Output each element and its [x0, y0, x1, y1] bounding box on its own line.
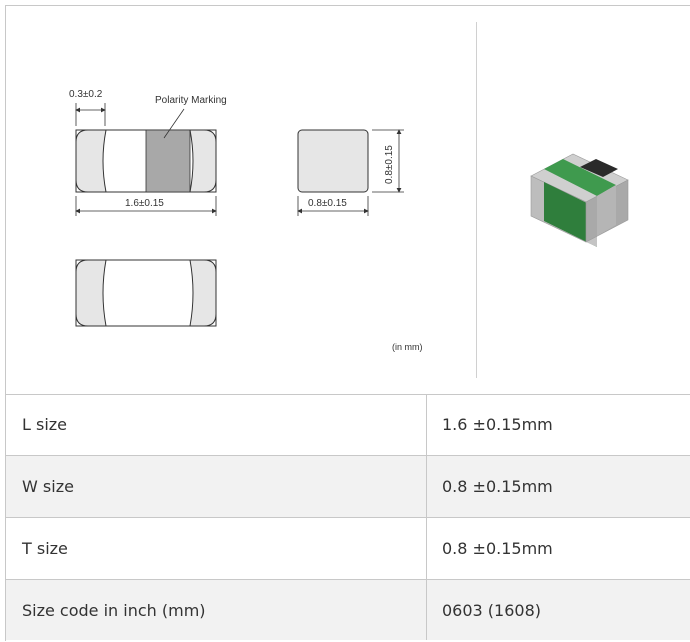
spec-label: Size code in inch (mm) [22, 601, 206, 620]
terminal-width-dimension: 0.3±0.2 [69, 89, 106, 126]
width-dimension: 0.8±0.15 [297, 196, 369, 216]
right-terminal [189, 129, 217, 193]
column-divider [426, 394, 427, 455]
spec-value: 0.8 ±0.15mm [442, 539, 553, 558]
chip-3d-image [530, 153, 629, 247]
column-divider [426, 518, 427, 579]
column-divider [426, 580, 427, 640]
spec-value: 0.8 ±0.15mm [442, 477, 553, 496]
spec-label: W size [22, 477, 74, 496]
polarity-callout: Polarity Marking [155, 95, 227, 139]
column-divider [426, 456, 427, 517]
end-view-chip [297, 129, 369, 193]
length-dimension: 1.6±0.15 [75, 196, 217, 216]
table-row: W size 0.8 ±0.15mm [6, 456, 690, 518]
dimension-figure: 0.3±0.2 Polarity Marking 1.6±0.15 [6, 6, 690, 395]
spec-table: L size 1.6 ±0.15mm W size 0.8 ±0.15mm T … [6, 394, 690, 640]
dimension-drawing: 0.3±0.2 Polarity Marking 1.6±0.15 [69, 89, 629, 352]
polarity-label: Polarity Marking [155, 95, 227, 106]
spec-value: 0603 (1608) [442, 601, 542, 620]
width-label: 0.8±0.15 [308, 198, 347, 209]
chip-marking [580, 159, 618, 177]
length-label: 1.6±0.15 [125, 198, 164, 209]
table-row: T size 0.8 ±0.15mm [6, 518, 690, 580]
spec-value: 1.6 ±0.15mm [442, 415, 553, 434]
spec-label: L size [22, 415, 68, 434]
table-row: L size 1.6 ±0.15mm [6, 394, 690, 456]
height-label: 0.8±0.15 [384, 145, 395, 184]
top-view-chip [75, 129, 217, 193]
figure-divider [476, 22, 477, 378]
table-row: Size code in inch (mm) 0603 (1608) [6, 580, 690, 640]
chip-body-top [544, 159, 616, 196]
polarity-band [145, 129, 191, 193]
spec-label: T size [22, 539, 68, 558]
height-dimension: 0.8±0.15 [372, 129, 404, 193]
terminal-width-label: 0.3±0.2 [69, 89, 103, 100]
unit-note: (in mm) [392, 342, 423, 352]
left-terminal [75, 129, 107, 193]
spec-card: 0.3±0.2 Polarity Marking 1.6±0.15 [5, 5, 690, 641]
bottom-view-chip [75, 259, 217, 327]
